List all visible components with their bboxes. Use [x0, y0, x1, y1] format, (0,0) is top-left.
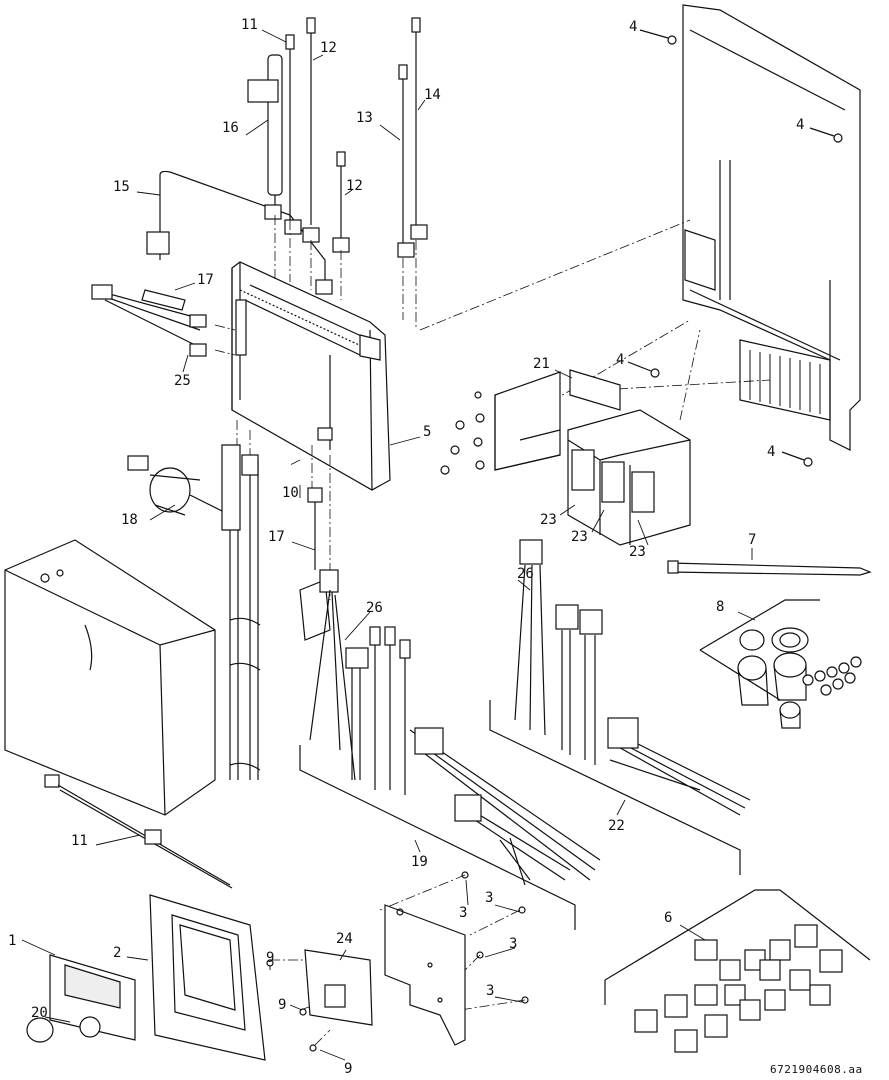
- part-label-1: 1: [8, 933, 17, 949]
- part-label-6: 6: [664, 910, 673, 926]
- part-label-10: 10: [282, 485, 299, 501]
- cover: [4, 539, 216, 816]
- part-label-2: 2: [113, 945, 122, 961]
- contactors-23: [567, 409, 691, 546]
- part-label-12: 12: [320, 40, 337, 56]
- part-label-3b: 3: [485, 890, 494, 906]
- part-label-4b: 4: [796, 117, 805, 133]
- part-label-19: 19: [411, 854, 428, 870]
- circuit-board-24: [266, 949, 373, 1052]
- frame-2: [149, 894, 266, 1061]
- part-label-14: 14: [424, 87, 441, 103]
- part-label-3a: 3: [459, 905, 468, 921]
- part-label-26b: 26: [517, 566, 534, 582]
- part-label-17: 17: [197, 272, 214, 288]
- cable-25: [91, 284, 207, 357]
- part-label-9b: 9: [278, 997, 287, 1013]
- part-label-9c: 9: [344, 1061, 353, 1077]
- leader-lines: [21, 29, 756, 1061]
- cable-tie-7: [667, 560, 872, 576]
- terminal-plugs-6: [634, 924, 843, 1053]
- mounting-plate: [682, 4, 861, 451]
- document-code: 6721904608.aa: [770, 1063, 863, 1076]
- part-label-22: 22: [608, 818, 625, 834]
- part-label-26: 26: [366, 600, 383, 616]
- alignment-lines: [214, 215, 771, 1046]
- cable-glands-8: [737, 627, 862, 729]
- wiring-harness: [221, 444, 751, 886]
- part-label-4c: 4: [616, 352, 625, 368]
- part-label-17b: 17: [268, 529, 285, 545]
- part-label-23b: 23: [571, 529, 588, 545]
- part-label-8: 8: [716, 599, 725, 615]
- cable-11-bottom: [44, 774, 233, 889]
- part-label-3c: 3: [509, 936, 518, 952]
- part-label-24: 24: [336, 931, 353, 947]
- part-label-23c: 23: [629, 544, 646, 560]
- ferrite-18: [127, 455, 241, 521]
- cable-set: [146, 17, 428, 295]
- part-label-9a: 9: [266, 950, 275, 966]
- part-label-13: 13: [356, 110, 373, 126]
- part-label-18: 18: [121, 512, 138, 528]
- part-label-12b: 12: [346, 178, 363, 194]
- part-label-15: 15: [113, 179, 130, 195]
- part-label-20: 20: [31, 1005, 48, 1021]
- part-label-21: 21: [533, 356, 550, 372]
- control-unit-5: [231, 261, 391, 491]
- screws-4: [627, 29, 843, 467]
- part-label-11b: 11: [71, 833, 88, 849]
- part-label-25: 25: [174, 373, 191, 389]
- part-label-3d: 3: [486, 983, 495, 999]
- part-label-16: 16: [222, 120, 239, 136]
- part-label-7: 7: [748, 532, 757, 548]
- part-label-4d: 4: [767, 444, 776, 460]
- part-label-4a: 4: [629, 19, 638, 35]
- part-label-11: 11: [241, 17, 258, 33]
- control-panel-1: [26, 954, 136, 1043]
- part-label-5: 5: [423, 424, 432, 440]
- part-label-23a: 23: [540, 512, 557, 528]
- relay-21: [440, 369, 621, 475]
- bracket-plate: [384, 871, 529, 1046]
